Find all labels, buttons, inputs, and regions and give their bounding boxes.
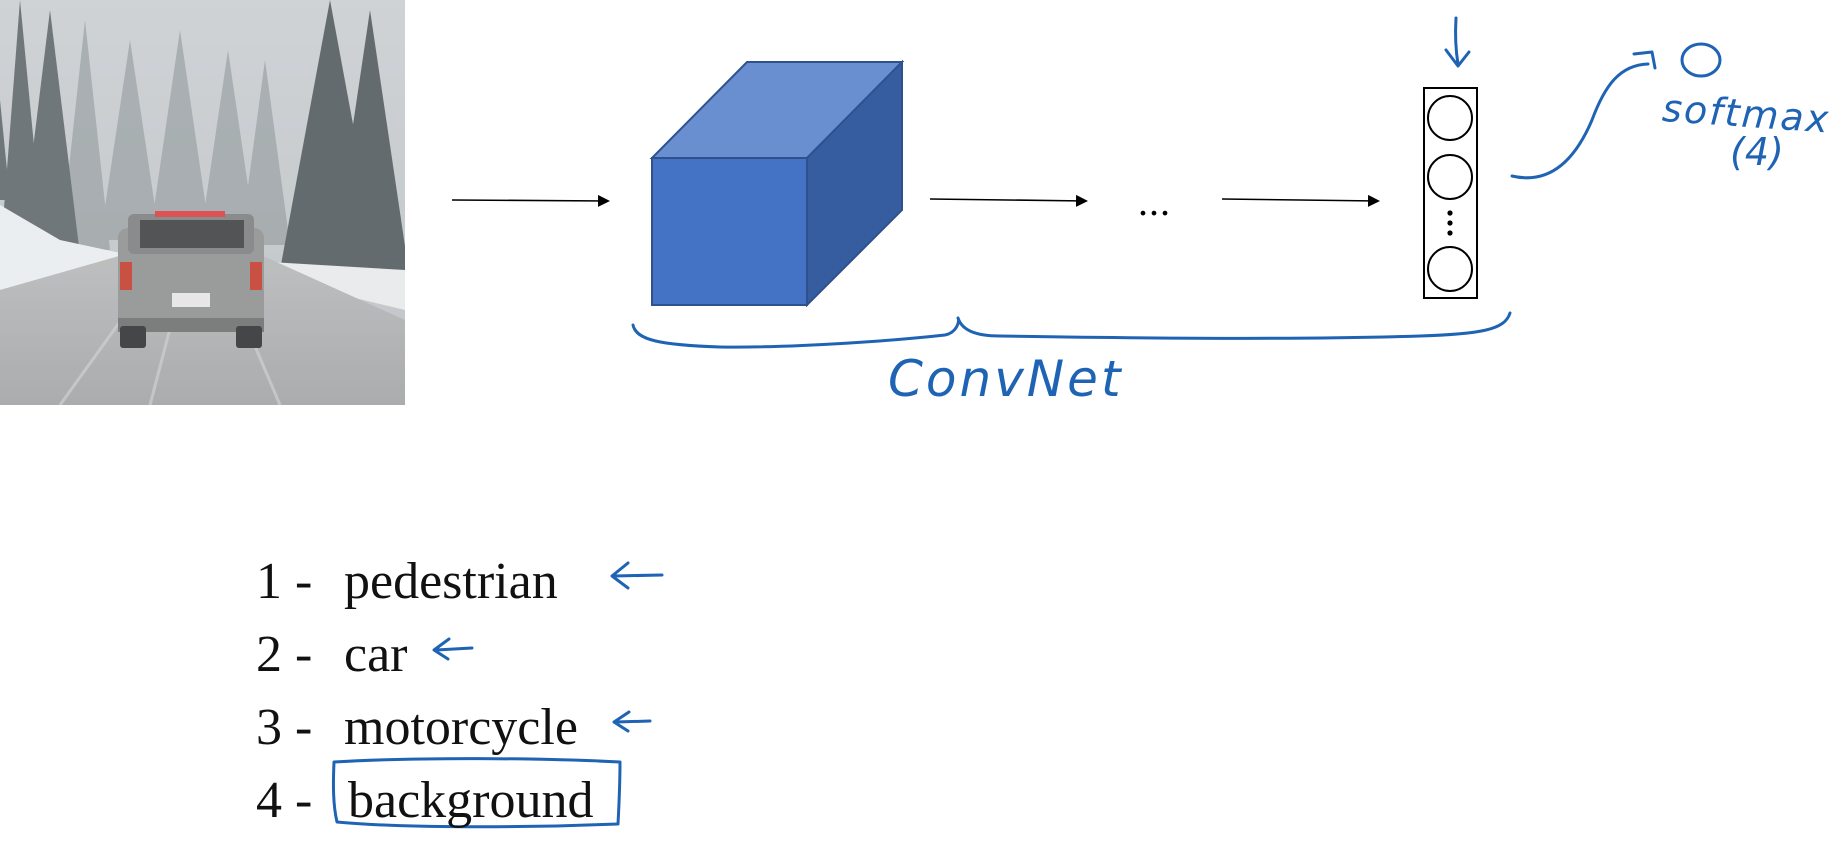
conv-volume-cube (649, 59, 905, 308)
background-highlight-box (331, 757, 622, 829)
class-label: pedestrian (344, 553, 558, 610)
curved-arrow-icon (1510, 50, 1657, 180)
class-number: 1 - (256, 553, 313, 610)
pointer-arrow-down-icon (1444, 16, 1471, 68)
arrow-conv-to-next (929, 194, 1088, 207)
ellipsis: ... (1138, 179, 1171, 224)
pointer-arrow-left-icon (432, 637, 474, 661)
class-number: 2 - (256, 626, 313, 683)
class-number: 3 - (256, 699, 313, 756)
class-label: background (348, 772, 594, 829)
softmax-count-annotation: (4) (1730, 130, 1784, 174)
snowy-road-car-photo (0, 0, 405, 405)
output-unit (1427, 246, 1473, 292)
pointer-arrow-left-icon (612, 710, 652, 733)
output-vector (1423, 87, 1478, 299)
class-label: motorcycle (344, 699, 578, 756)
class-item: 4 - background (256, 764, 597, 837)
arrow-to-output-layer (1221, 194, 1380, 207)
class-item: 2 - car (256, 618, 597, 691)
arrow-input-to-conv (451, 194, 610, 207)
output-unit (1427, 95, 1473, 141)
suv (118, 211, 264, 348)
softmax-output-circle (1680, 42, 1722, 78)
convnet-annotation: ConvNet (888, 350, 1124, 408)
class-item: 1 - pedestrian (256, 545, 597, 618)
class-number: 4 - (256, 772, 313, 829)
convnet-brace (631, 311, 1512, 349)
pointer-arrow-left-icon (610, 561, 664, 590)
class-item: 3 - motorcycle (256, 691, 597, 764)
class-list: 1 - pedestrian 2 - car 3 - motorcycle 4 - ba… (256, 545, 597, 837)
class-label: car (344, 626, 408, 683)
output-unit (1427, 154, 1473, 200)
